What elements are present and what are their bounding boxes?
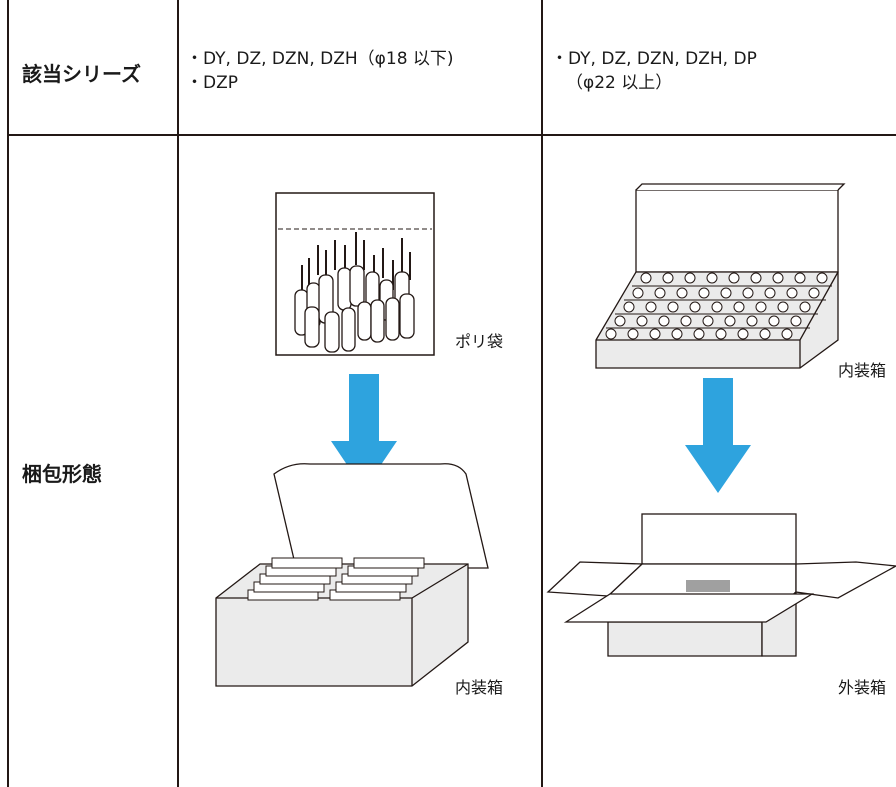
poly-bag-icon [275, 192, 435, 356]
series-right-line1: ・DY, DZ, DZN, DZH, DP [551, 49, 757, 69]
inner-box-icon [215, 463, 489, 687]
series-right-line2: （φ22 以上） [566, 73, 673, 93]
outer-carton-icon [546, 513, 896, 657]
down-arrow-icon [685, 378, 751, 493]
right-inner-box-label: 内装箱 [838, 361, 887, 380]
down-arrow-icon [331, 374, 397, 490]
packaging-row-header: 梱包形態 [22, 462, 102, 486]
inner-to-outer-box-illustration [546, 183, 896, 657]
series-left-line1: ・DY, DZ, DZN, DZH（φ18 以下) [186, 49, 454, 69]
left-inner-box-label: 内装箱 [455, 678, 504, 697]
bag-to-inner-box-illustration [215, 192, 489, 687]
inner-tray-icon [595, 183, 846, 369]
outer-box-label: 外装箱 [838, 678, 887, 697]
series-row-header: 該当シリーズ [22, 62, 141, 86]
series-left-line2: ・DZP [186, 73, 238, 93]
poly-bag-label: ポリ袋 [455, 332, 504, 351]
